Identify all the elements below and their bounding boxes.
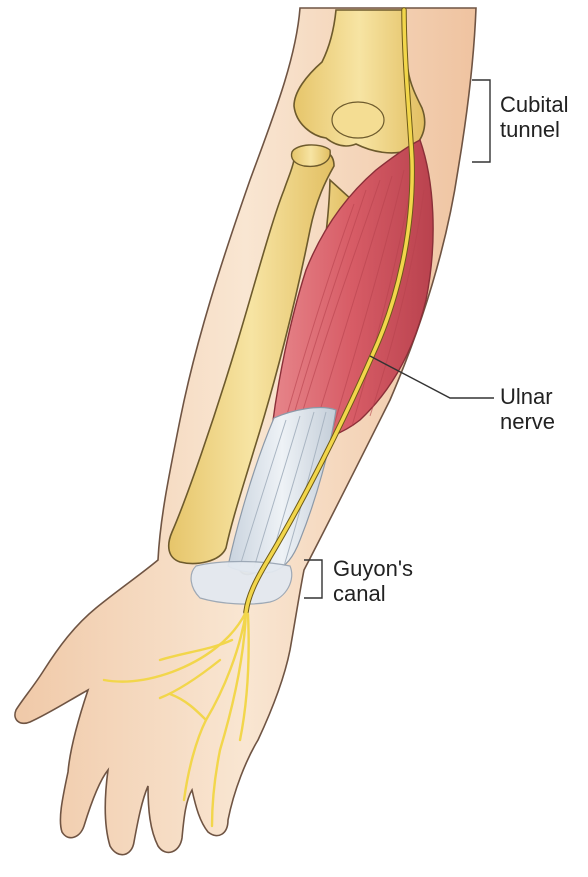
trochlea (332, 102, 384, 138)
radial-head (292, 145, 331, 166)
guyons-canal-label: Guyon's canal (333, 556, 413, 606)
cubital-tunnel-label: Cubital tunnel (500, 92, 568, 142)
carpal-ligament (191, 562, 292, 605)
guyons-canal-label-line1: Guyon's (333, 556, 413, 581)
cubital-tunnel-label-line1: Cubital (500, 92, 568, 117)
cubital-tunnel-bracket (472, 80, 490, 162)
ulnar-nerve-label-line1: Ulnar (500, 384, 555, 409)
ulnar-nerve-label-line2: nerve (500, 409, 555, 434)
cubital-tunnel-label-line2: tunnel (500, 117, 568, 142)
guyons-canal-label-line2: canal (333, 581, 413, 606)
ulnar-nerve-label: Ulnar nerve (500, 384, 555, 434)
